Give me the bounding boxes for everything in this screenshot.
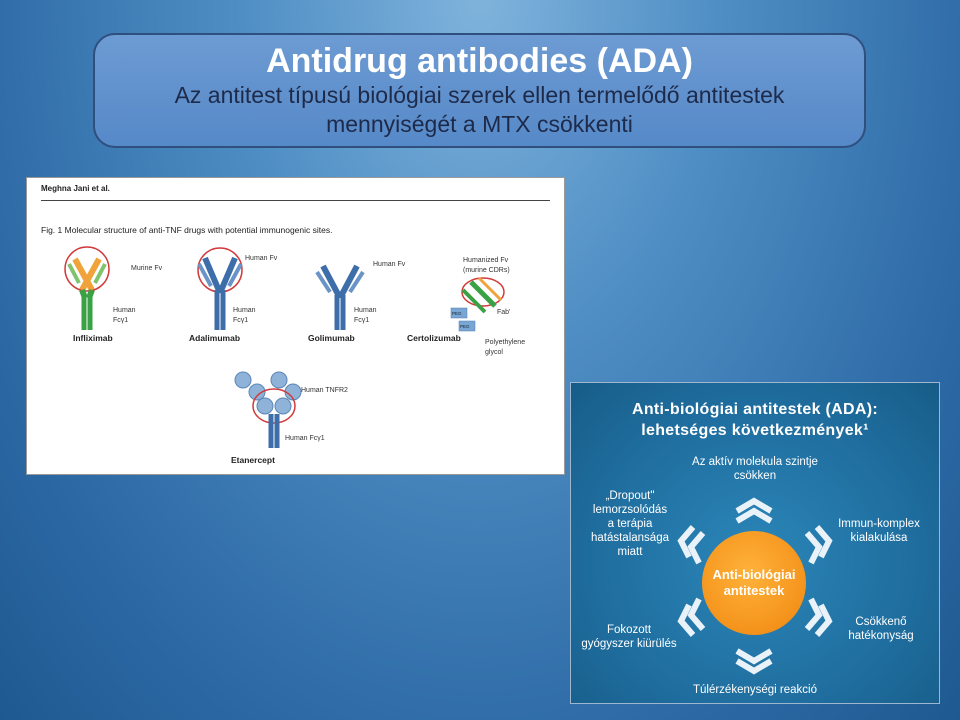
consequence-bottom-left: Fokozott gyógyszer kiürülés [573,623,685,651]
chevron-ring [677,497,833,675]
figure-rule [41,200,550,201]
label-humanized-fv: Humanized Fv [463,257,509,264]
etanercept-structure [234,371,302,448]
consequence-left-line3: a terápia [607,518,653,530]
label-human-fcy1: Human Fcγ1 [285,435,325,442]
slide-subtitle-line2: mennyiségét a MTX csökkenti [326,111,633,137]
consequences-title: Anti-biológiai antitestek (ADA): lehetsé… [571,399,939,441]
label-human-tnfr2: Human TNFR2 [301,387,348,394]
label-fcy1-2: Fcγ1 [233,317,248,324]
consequence-left-line2: lemorzsolódás [592,504,668,516]
label-glycol: glycol [485,349,503,356]
consequences-title-line2: lehetséges következmények¹ [641,422,869,439]
consequence-bottom-right-line2: hatékonyság [848,630,914,642]
consequence-bottom-right-line1: Csökkenő [855,616,907,628]
title-box: Antidrug antibodies (ADA) Az antitest tí… [93,33,866,148]
label-human-1: Human [113,307,136,314]
center-line1: Anti-biológiai [712,567,796,582]
golimumab-structure [315,264,365,330]
figure-caption: Fig. 1 Molecular structure of anti-TNF d… [41,225,333,235]
consequence-right-line1: Immun-komplex [838,518,920,530]
consequences-panel: Anti-biológiai antitestek (ADA): lehetsé… [570,382,940,704]
consequence-bottom: Túlérzékenységi reakció [692,684,817,696]
consequence-left-line1: „Dropout" [605,490,655,502]
peg-label-2: PEG [460,324,470,329]
label-human-fv-1: Human Fv [245,255,278,262]
chevron-lower-left-icon [677,603,696,637]
consequence-bottom-left-line1: Fokozott [606,624,652,636]
chevron-down-icon-2 [735,658,773,675]
label-human-2: Human [233,307,256,314]
chevron-up-icon-2 [735,507,773,524]
anti-drug-antibody-center: Anti-biológiai antitestek [702,531,806,635]
label-fcy1-3: Fcγ1 [354,317,369,324]
drug-infliximab: Infliximab [73,333,113,343]
label-polyethylene: Polyethylene [485,339,525,346]
consequence-top-line1: Az aktív molekula szintje [692,456,818,468]
drug-adalimumab: Adalimumab [189,333,240,343]
chevron-upper-left-icon [677,525,696,559]
consequence-left-line5: miatt [617,546,643,558]
chevron-lower-left-icon-2 [687,597,706,631]
consequence-top: Az aktív molekula szintje csökken [655,455,855,483]
slide-title: Antidrug antibodies (ADA) [266,42,693,80]
figure-author: Meghna Jani et al. [41,184,110,193]
chevron-upper-right-icon [814,525,833,559]
chevron-upper-right-icon-2 [804,531,823,565]
label-fab: Fab' [497,309,510,316]
consequence-bottom-left-line2: gyógyszer kiürülés [581,638,677,650]
antibody-diagram: Murine Fv Human Fcγ1 Infliximab Human Fv… [64,246,525,465]
consequences-title-line1: Anti-biológiai antitestek (ADA): [631,401,879,418]
peg-label-1: PEG [452,311,462,316]
drug-certolizumab: Certolizumab [407,333,461,343]
label-human-3: Human [354,307,377,314]
chevron-upper-left-icon-2 [687,531,706,565]
consequence-left-line4: hatástalansága [590,532,669,544]
center-line2: antitestek [723,583,785,598]
consequence-bottom-right: Csökkenő hatékonyság [831,615,931,643]
infliximab-structure [64,246,110,330]
slide-subtitle-line1: Az antitest típusú biológiai szerek elle… [174,82,785,108]
label-fcy1-1: Fcγ1 [113,317,128,324]
consequence-top-line2: csökken [733,470,777,482]
antibody-figure: Meghna Jani et al. Fig. 1 Molecular stru… [26,177,565,475]
label-murine-cdrs: (murine CDRs) [463,267,510,274]
drug-golimumab: Golimumab [308,333,355,343]
label-human-fv-2: Human Fv [373,261,406,268]
consequence-right-line2: kialakulása [850,532,908,544]
chevron-down-icon [735,648,773,665]
consequence-right: Immun-komplex kialakulása [827,517,931,545]
drug-etanercept: Etanercept [231,455,275,465]
chevron-up-icon [735,497,773,514]
chevron-lower-right-icon [814,603,833,637]
label-murine-fv: Murine Fv [131,265,163,272]
consequence-left: „Dropout" lemorzsolódás a terápia hatást… [575,489,685,559]
chevron-lower-right-icon-2 [804,597,823,631]
adalimumab-structure [197,247,243,330]
certolizumab-structure [450,276,505,332]
